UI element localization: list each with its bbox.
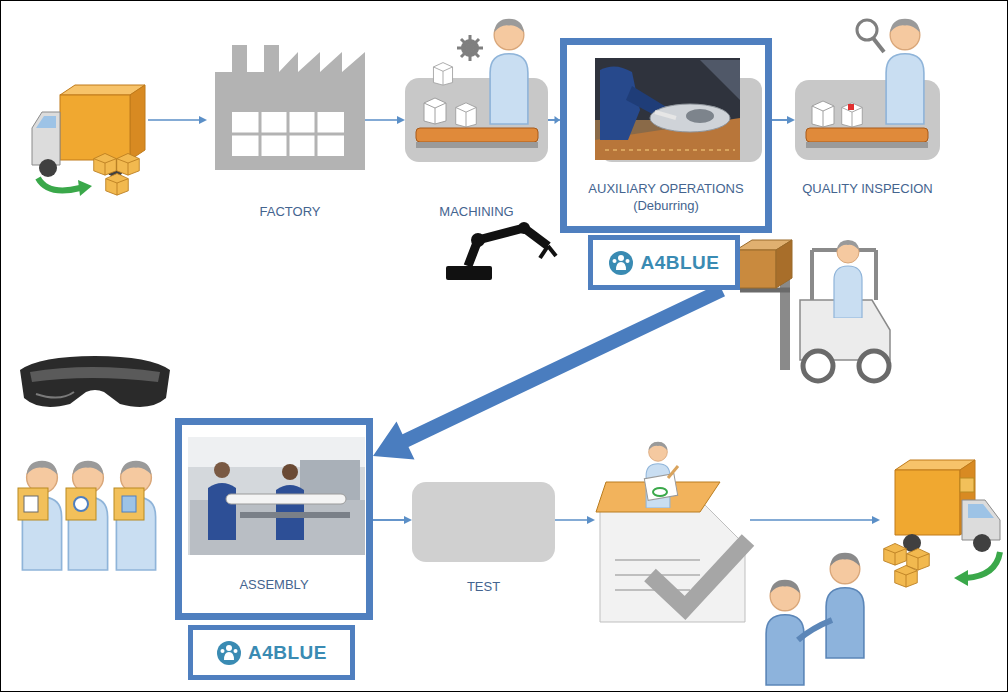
approval-document	[596, 442, 748, 622]
inspection-icon	[795, 19, 940, 160]
node-label: ASSEMBLY	[186, 576, 362, 593]
flow-arrow	[772, 116, 795, 124]
logo-icon	[608, 250, 634, 276]
flow-arrow	[365, 116, 405, 124]
logo-box: A4BLUE	[188, 625, 355, 680]
logo-text: A4BLUE	[640, 252, 719, 274]
process-box: MACHINING	[405, 78, 548, 162]
factory-icon	[215, 45, 365, 170]
robot-arm	[446, 222, 556, 280]
flow-arrow	[373, 516, 412, 524]
logo-text: A4BLUE	[248, 642, 327, 664]
workers-with-parts	[18, 461, 156, 570]
flow-arrow	[548, 116, 560, 124]
deburring-photo	[595, 58, 762, 162]
node-label: TEST	[467, 578, 500, 595]
hololens-headset	[20, 356, 170, 407]
node-label: QUALITY INSPECION	[802, 180, 933, 197]
logo-icon	[216, 640, 242, 666]
highlight-frame: ASSEMBLY	[175, 418, 373, 620]
shipping-truck	[884, 460, 1000, 587]
factory-node: FACTORY	[215, 45, 365, 170]
delivery-truck	[32, 85, 145, 196]
assembly-photo	[188, 437, 365, 555]
highlight-frame: AUXILIARY OPERATIONS (Deburring)	[560, 38, 772, 233]
handshake-people	[766, 553, 864, 685]
machining-icon	[405, 19, 548, 162]
process-box: QUALITY INSPECION	[795, 80, 940, 160]
process-box: TEST	[412, 482, 555, 562]
flow-arrow-large	[373, 284, 725, 460]
node-label: AUXILIARY OPERATIONS (Deburring)	[571, 180, 761, 214]
logo-box: A4BLUE	[588, 235, 740, 290]
node-label: MACHINING	[439, 203, 513, 220]
test-box	[412, 482, 555, 562]
forklift	[736, 240, 890, 381]
node-label: FACTORY	[260, 203, 321, 220]
